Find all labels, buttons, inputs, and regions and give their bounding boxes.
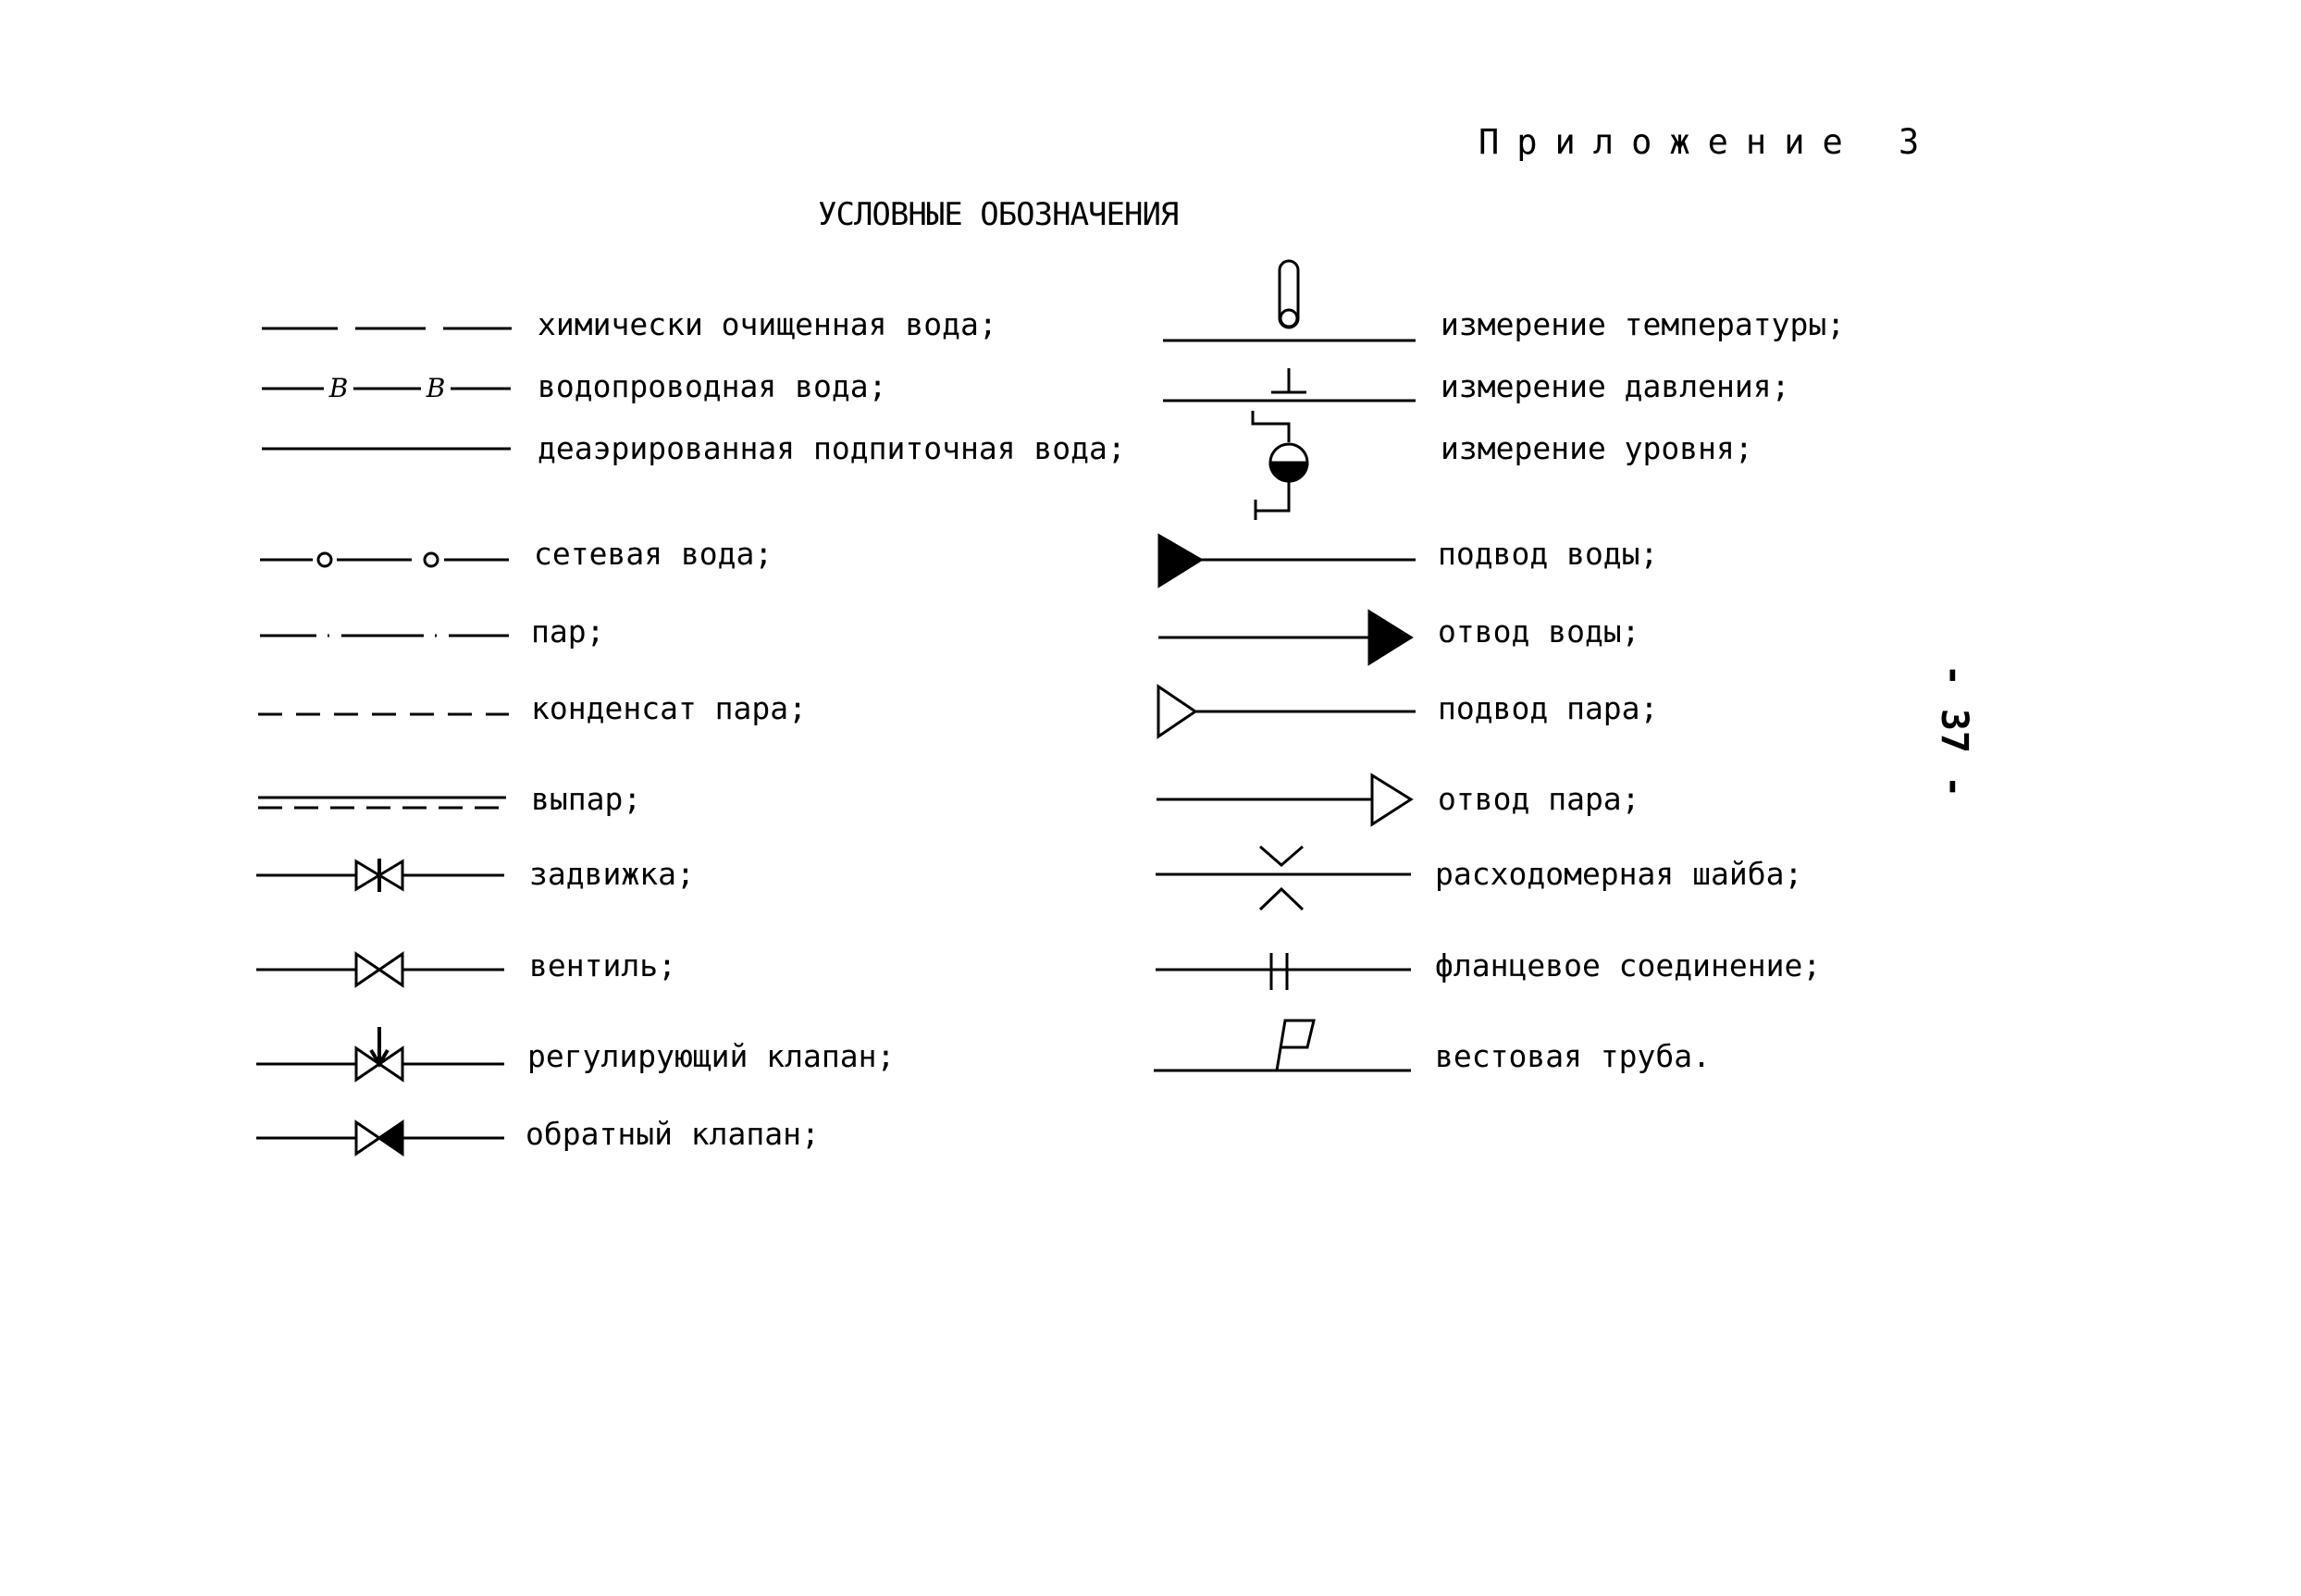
legend-label-chemically-treated-water: химически очищенная вода; (538, 305, 997, 342)
valve-icon (256, 951, 504, 988)
thermometer-icon (1163, 259, 1416, 342)
open-arrow-out-icon (1157, 773, 1414, 827)
legend-label-water-supply: подвод воды; (1438, 535, 1659, 572)
pressure-gauge-icon (1163, 368, 1416, 402)
legend-label-valve: вентиль; (529, 946, 676, 984)
legend-label-control-valve: регулирующий клапан; (527, 1037, 896, 1074)
legend-label-steam-condensate: конденсат пара; (531, 689, 808, 726)
legend-label-level-measurement: измерение уровня; (1441, 429, 1753, 466)
filled-arrow-in-icon (1157, 533, 1416, 588)
legend-label-vent-pipe: вестовая труба. (1435, 1037, 1712, 1074)
appendix-heading: Приложение 3 (1478, 122, 1937, 162)
legend-label-check-valve: обратный клапан; (526, 1115, 820, 1152)
tap-water-letter: B (426, 373, 446, 403)
legend-label-steam: пар; (531, 612, 605, 650)
level-gauge-icon (1251, 411, 1309, 520)
legend-label-flange-connection: фланцевое соединение; (1435, 946, 1822, 984)
legend-label-network-water: сетевая вода; (534, 535, 773, 572)
open-arrow-in-icon (1157, 684, 1416, 739)
legend-label-tap-water: водопроводная вода; (538, 367, 887, 404)
network-water-line (260, 551, 509, 568)
orifice-plate-icon (1156, 845, 1411, 911)
gate-valve-icon (256, 859, 504, 892)
legend-label-steam-discharge: отвод пара; (1438, 780, 1640, 817)
vapor-line (258, 796, 506, 810)
control-valve-icon (256, 1027, 504, 1083)
legend-label-steam-supply: подвод пара; (1438, 689, 1659, 726)
legend-label-orifice-plate: расходомерная шайба; (1435, 855, 1803, 892)
legend-label-gate-valve: задвижка; (529, 855, 695, 892)
page-title: УСЛОВНЫЕ ОБОЗНАЧЕНИЯ (818, 196, 1179, 233)
flange-icon (1156, 953, 1411, 990)
legend-label-water-discharge: отвод воды; (1438, 612, 1640, 650)
legend-label-deaerated-makeup-water: деаэрированная подпиточная вода; (538, 429, 1126, 466)
legend-label-vapor: выпар; (531, 780, 642, 817)
legend-label-pressure-measurement: измерение давления; (1441, 367, 1790, 404)
tap-water-letter: B (328, 373, 349, 403)
legend-label-temperature-measurement: измерение температуры; (1441, 305, 1846, 342)
check-valve-icon (256, 1120, 504, 1157)
vent-pipe-icon (1154, 1019, 1411, 1072)
filled-arrow-out-icon (1158, 609, 1414, 666)
